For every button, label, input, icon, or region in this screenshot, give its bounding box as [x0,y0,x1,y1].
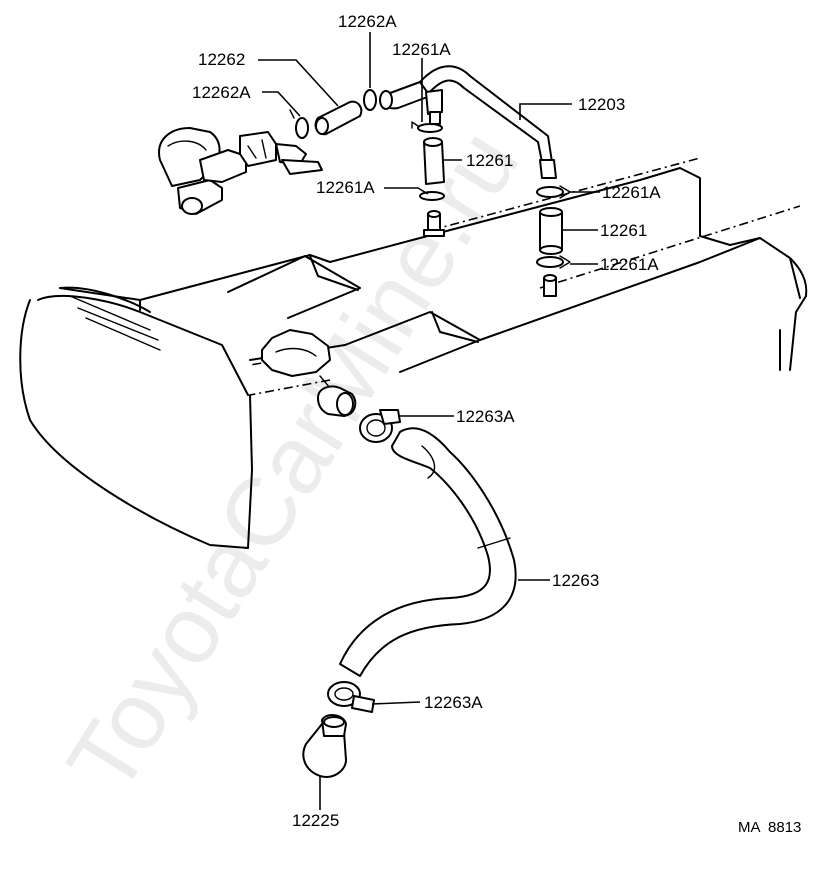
oil-filler-cap [261,329,331,389]
clamp-12261A-right-lower [536,255,571,269]
label-12261A-top: 12261A [392,40,451,59]
pipe-12203 [379,65,557,179]
label-12225: 12225 [292,811,339,830]
clamp-12263A-lower [327,681,375,713]
cover-nipple-right [543,274,557,297]
label-12262A-left: 12262A [192,83,251,102]
throttle-body-assembly [158,127,323,215]
clamp-12262A-right [363,89,377,111]
label-12261-middle: 12261 [466,151,513,170]
label-12261A-middle: 12261A [316,178,375,197]
fitting-12225 [302,714,347,778]
vent-fitting [317,385,357,417]
label-12263: 12263 [552,571,599,590]
label-12262A-top: 12262A [338,12,397,31]
label-12261-right: 12261 [600,221,647,240]
clamp-12262A-left [289,109,309,139]
hose-12261-right [539,207,563,255]
cover-nipple-middle [423,210,445,237]
label-12262: 12262 [198,50,245,69]
label-12263A-lower: 12263A [424,693,483,712]
engine-head-cover [19,157,808,549]
label-12261A-right-lower: 12261A [600,255,659,274]
hose-12262 [314,100,363,136]
clamp-12261A-right-upper [536,185,571,199]
clamp-12261A-middle [419,191,445,201]
clamp-12261A-top [411,121,443,133]
label-12263A-upper: 12263A [456,407,515,426]
pipe-union [425,89,443,125]
label-12261A-right-upper: 12261A [602,183,661,202]
diagram-code: MA 8813 [738,819,801,836]
leader-lines [258,32,600,810]
label-12203: 12203 [578,95,625,114]
clamp-12263A-upper [359,409,401,443]
hose-12263 [339,427,517,677]
hose-12261-middle [423,137,445,185]
